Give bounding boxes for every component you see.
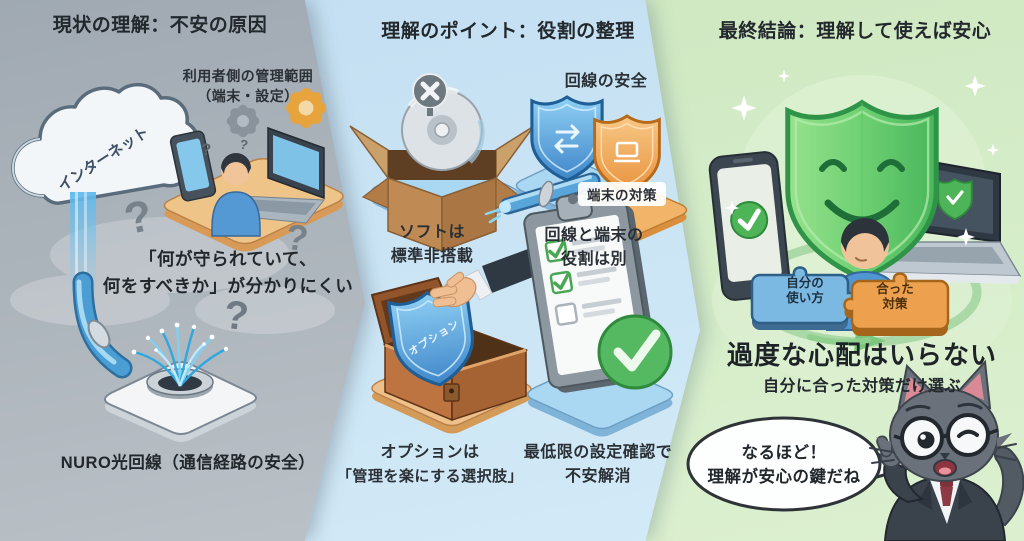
- management-line1: 利用者側の管理範囲: [182, 68, 314, 84]
- software-box-icon: [349, 73, 535, 253]
- confusion-caption: 「何が守られていて、 何をすべきか」が分かりにくい: [83, 246, 373, 300]
- puzzle-right-line2: 対策: [882, 297, 908, 311]
- hand-icon: [429, 249, 538, 308]
- check-caption-line2: 不安解消: [564, 468, 631, 485]
- roles-caption-line1: 回線と端末の: [544, 227, 644, 244]
- right-panel-title: 最終結論：理解して使えば安心: [718, 21, 992, 42]
- left-panel-illustration: [10, 82, 344, 442]
- phone-icon: [169, 130, 217, 202]
- confusion-line2: 何をすべきか」が分かりにくい: [102, 276, 354, 296]
- device-measures-badge: 端末の対策: [578, 182, 666, 206]
- speech-bubble-text: なるほど！ 理解が安心の鍵だね: [694, 441, 874, 489]
- option-chest-icon: [370, 249, 538, 434]
- right-panel-illustration: [686, 69, 1024, 541]
- check-caption: 最低限の設定確認で 不安解消: [518, 441, 678, 489]
- speech-bubble: [686, 416, 918, 512]
- management-scope-label: 利用者側の管理範囲 （端末・設定）: [158, 66, 338, 106]
- left-panel-title: 現状の理解：不安の原因: [52, 15, 268, 36]
- fiber-line-icon: [70, 192, 257, 442]
- puzzle-right-line1: 合った: [876, 282, 914, 296]
- software-box-caption: ソフトは 標準非搭載: [352, 221, 512, 269]
- middle-panel-illustration: [349, 73, 688, 437]
- confusion-line1: 「何が守られていて、: [138, 249, 318, 269]
- management-line2: （端末・設定）: [197, 88, 299, 104]
- puzzle-right-label: 合った 対策: [860, 282, 930, 312]
- question-mark-icon: ?: [221, 292, 251, 340]
- question-mark-icon: ?: [201, 140, 212, 159]
- option-caption-line1: オプションは: [380, 444, 480, 461]
- conclusion-sub: 自分に合った対策だけ選ぶ: [762, 378, 961, 395]
- check-caption-line1: 最低限の設定確認で: [523, 444, 673, 461]
- speech-line1: なるほど！: [741, 444, 827, 462]
- x-mark-icon: [412, 73, 448, 116]
- option-caption: オプションは 「管理を楽にする選択肢」: [330, 441, 530, 489]
- person-icon: [211, 153, 261, 237]
- puzzle-arrow-icon: [807, 334, 871, 346]
- conclusion-main: 過度な心配はいらない: [726, 340, 997, 370]
- option-caption-line2: 「管理を楽にする選択肢」: [336, 468, 524, 485]
- puzzle-pieces-icon: [750, 266, 950, 336]
- puzzle-left-label: 自分の 使い方: [770, 276, 840, 306]
- box-caption-line2: 標準非搭載: [390, 248, 474, 265]
- phone-check-icon: [708, 151, 791, 301]
- line-safety-label: 回線の安全: [564, 73, 648, 90]
- speech-line2: 理解が安心の鍵だね: [707, 468, 861, 486]
- cat-mascot-icon: [869, 359, 1024, 541]
- roles-caption-line2: 役割は別: [560, 251, 627, 268]
- check-circle-icon: [597, 314, 673, 390]
- puzzle-left-line1: 自分の: [786, 276, 824, 290]
- checklist-icon: [523, 192, 674, 437]
- user-desk-icon: [163, 85, 344, 252]
- nuro-line-label: NURO光回線（通信経路の安全）: [60, 454, 316, 472]
- roles-caption: 回線と端末の 役割は別: [524, 224, 664, 272]
- middle-panel-title: 理解のポイント：役割の整理: [381, 21, 635, 42]
- puzzle-left-line2: 使い方: [786, 291, 824, 305]
- box-caption-line1: ソフトは: [398, 224, 465, 241]
